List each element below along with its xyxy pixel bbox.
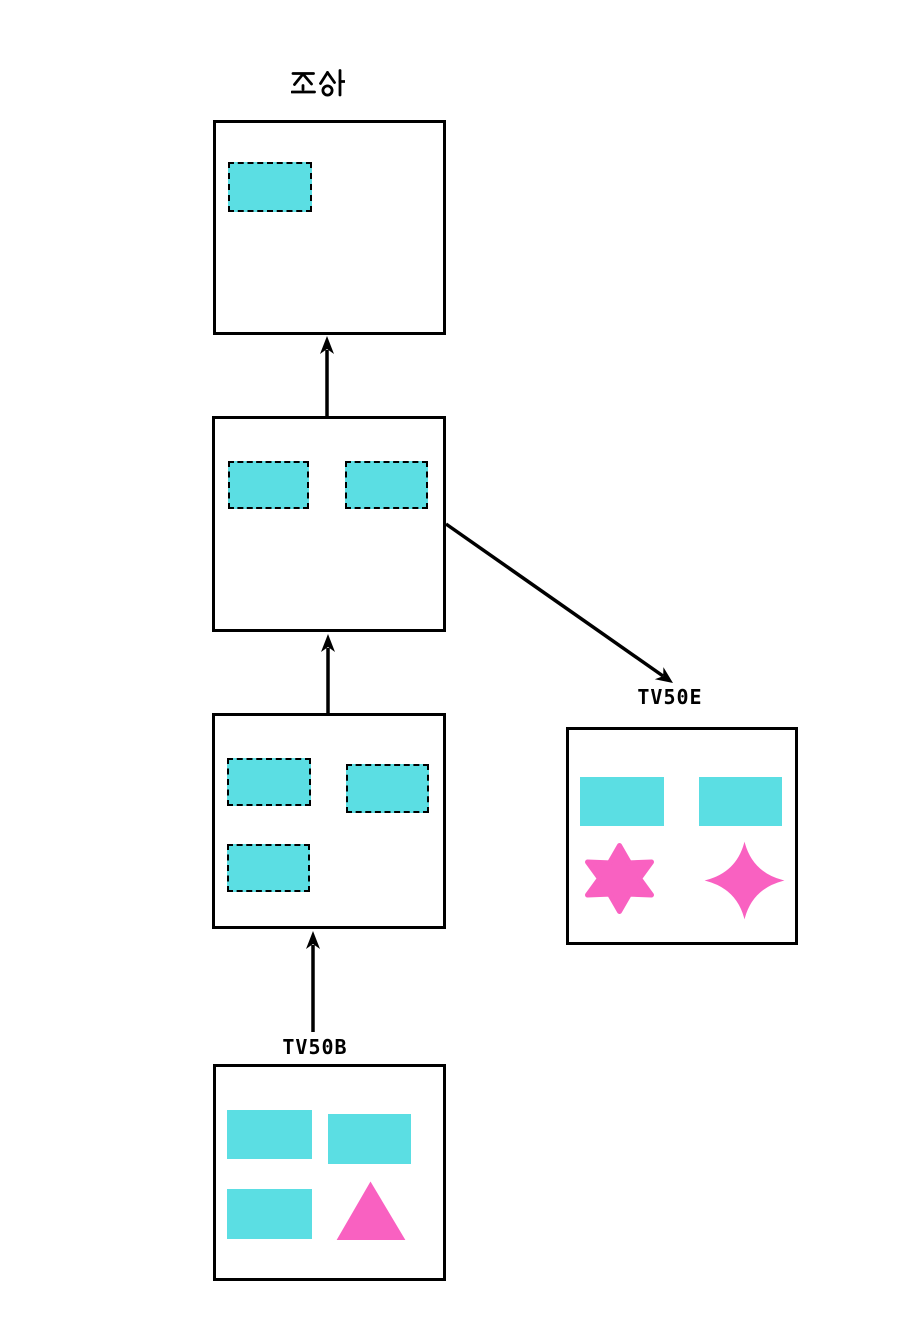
edge-parent-upper-to-tv50e: [444, 522, 673, 683]
cyan-rect: [699, 777, 782, 826]
cyan-rect: [580, 777, 664, 826]
tv50e-label: TV50E: [637, 685, 703, 709]
cyan-rect: [328, 1114, 411, 1164]
dashed-cyan-rect: [227, 844, 310, 892]
ancestor-label: [291, 69, 345, 97]
tv50b-shapes: [336, 1181, 406, 1240]
cyan-rect: [227, 1110, 312, 1159]
node-parent-lower: [212, 713, 446, 929]
six-point-star: [585, 843, 654, 914]
dashed-cyan-rect: [345, 461, 428, 509]
dashed-cyan-rect: [227, 758, 311, 806]
four-point-star: [704, 841, 785, 920]
dashed-cyan-rect: [228, 461, 309, 509]
dashed-cyan-rect: [228, 162, 312, 212]
pink-triangle: [336, 1181, 406, 1240]
node-tv50e: [566, 727, 798, 945]
node-tv50b: [213, 1064, 446, 1281]
arrowhead-up: [320, 336, 334, 354]
hangul-sang-glyph: [319, 69, 345, 97]
node-ancestor: [213, 120, 446, 335]
edge-parent-upper-to-ancestor: [320, 336, 334, 417]
arrowhead-diagonal: [654, 667, 673, 683]
dashed-cyan-rect: [346, 764, 429, 813]
tv50e-shapes: [585, 841, 785, 920]
arrowhead-up: [306, 931, 320, 949]
tv50b-label: TV50B: [282, 1035, 348, 1059]
cyan-rect: [227, 1189, 312, 1239]
arrowhead-up: [321, 634, 335, 652]
hangul-jo-glyph: [291, 72, 316, 94]
edge-tv50b-to-parent-lower: [306, 931, 320, 1032]
node-parent-upper: [212, 416, 446, 632]
edge-parent-lower-to-parent-upper: [321, 634, 335, 713]
